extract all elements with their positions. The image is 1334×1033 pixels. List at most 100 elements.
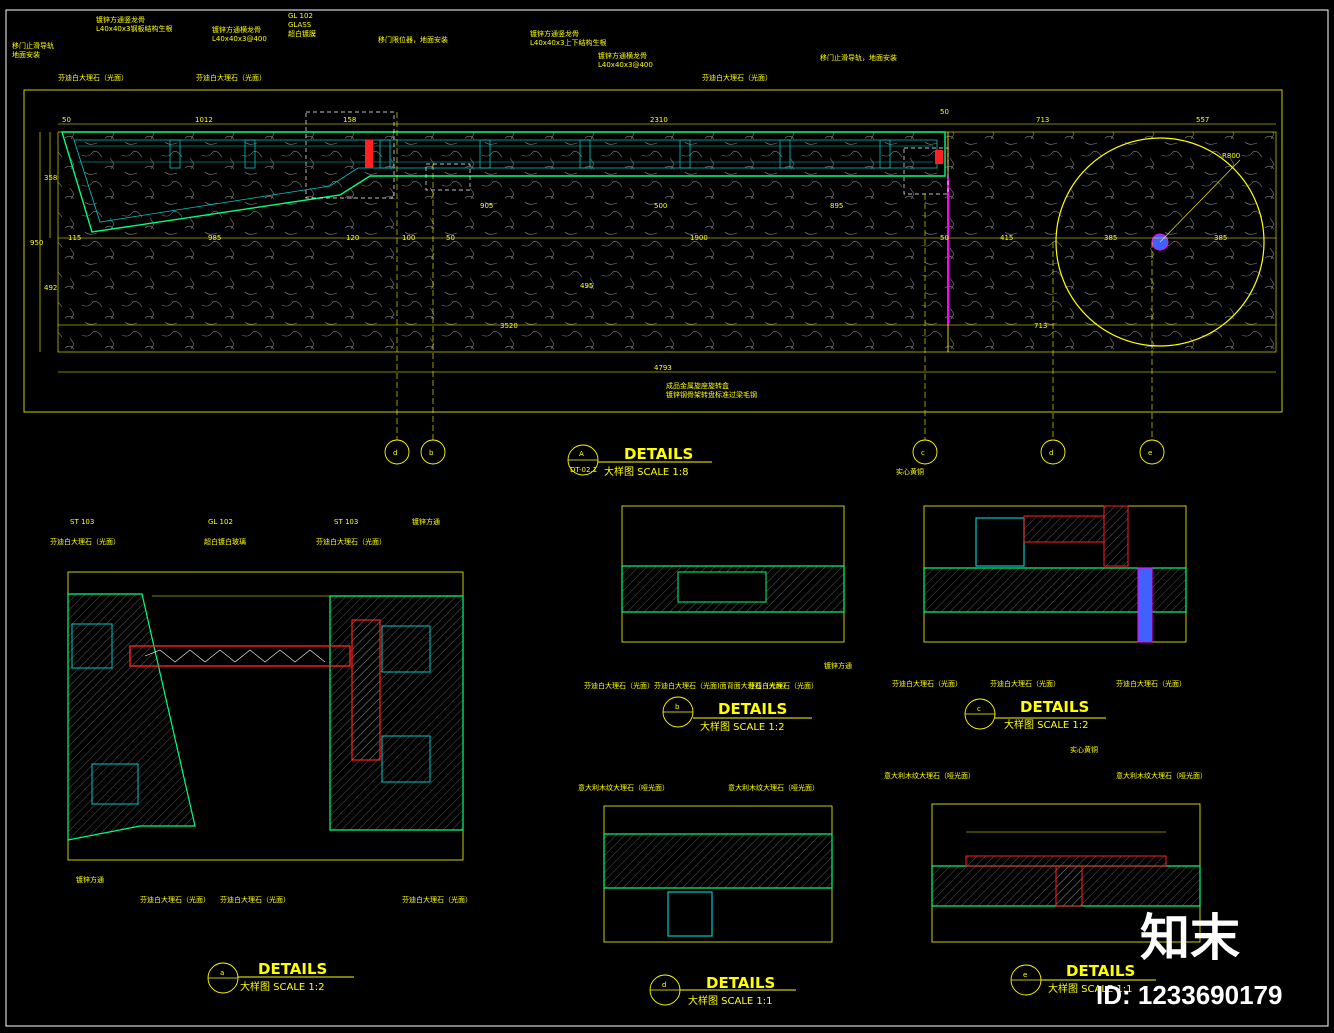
detail-a-label: 芬迪白大理石（光面）: [220, 895, 290, 904]
detail-a-label: 超白镀白玻璃: [204, 537, 246, 546]
dimension-text: 950: [30, 239, 43, 247]
dimension-text: 50: [940, 234, 949, 242]
plan-frame: [23, 89, 1283, 413]
glass-section: [365, 140, 373, 168]
dimension-text: 500: [654, 202, 667, 210]
plan-label-galv-horizontal: 镀锌方通横龙骨: [212, 25, 261, 34]
detail-a-label: GL 102: [208, 518, 233, 526]
dimension-text: 50: [446, 234, 455, 242]
bench-inner: [73, 139, 938, 223]
dimension-text: 495: [580, 282, 593, 290]
plan-label-door-stop-floor: 移门止滑导轨: [12, 41, 54, 50]
dimension-text: 50: [62, 116, 71, 124]
dimension-text: 713: [1034, 322, 1047, 330]
detail-a-label: 芬迪白大理石（光面）: [140, 895, 210, 904]
detail-d-subtitle: 大样图 SCALE 1:1: [688, 994, 773, 1007]
plan-label-stone-c: 芬迪白大理石（光面）: [702, 73, 772, 82]
plan-label-metal-note: 镀锌钢骨架转盘标准过梁毛钢: [666, 390, 757, 399]
detail-e-label: 实心黄铜: [1070, 745, 1098, 754]
dimension-text: 985: [208, 234, 221, 242]
detail-a-label: ST 103: [70, 518, 94, 526]
detail-a-letter: a: [220, 969, 224, 977]
plan-label-glass-tag: GLASS: [288, 21, 312, 29]
detail-e-subtitle: 大样图 SCALE 1:1: [1048, 982, 1133, 995]
detail-b-label: 镀锌方通: [824, 661, 852, 670]
dimension-text: 358: [44, 174, 57, 182]
plan-title-block: [567, 444, 712, 476]
dimension-text: 4793: [654, 364, 672, 372]
detail-e-label: 意大利木纹大理石（哑光面）: [884, 771, 975, 780]
dimension-text: R800: [1222, 152, 1240, 160]
detail-a-label: 芬迪白大理石（光面）: [50, 537, 120, 546]
plan-label-stone-b: 芬迪白大理石（光面）: [196, 73, 266, 82]
detail-b-subtitle: 大样图 SCALE 1:2: [700, 720, 785, 733]
plan-ref-letter: A: [579, 450, 584, 458]
dimension-text: 385: [1214, 234, 1227, 242]
detail-c-title: DETAILS: [1020, 698, 1089, 716]
detail-c-letter: c: [977, 705, 981, 713]
dimension-text: 713: [1036, 116, 1049, 124]
detail-a-label: 芬迪白大理石（光面）: [316, 537, 386, 546]
detail-e-label: 意大利木纹大理石（哑光面）: [1116, 771, 1207, 780]
plan-label-galv-vertical-top: L40x40x3上下结构生根: [530, 38, 606, 47]
dimension-text: 50: [940, 108, 949, 116]
plan-label-door-limiter: 移门限位器，地面安装: [378, 35, 448, 44]
glass-panel: [129, 645, 351, 667]
detail-d-drawing: [603, 805, 833, 1006]
plan-label-galv-horizontal: L40x40x3@400: [212, 35, 267, 43]
dimension-text: 100: [402, 234, 415, 242]
detail-d-label: 意大利木纹大理石（哑光面）: [728, 783, 819, 792]
plan-ref-code: DT-02.1: [570, 466, 597, 474]
detail-e-drawing: [931, 803, 1201, 996]
plan-label-galv-horizontal-2: 镀锌方通横龙骨: [598, 51, 647, 60]
detail-b-title: DETAILS: [718, 700, 787, 718]
section-marker-letter: b: [429, 449, 434, 457]
dimension-text: 905: [480, 202, 493, 210]
detail-b-label: 芬迪白大理石（光面）: [748, 681, 818, 690]
watermark-logo: 知末: [1140, 909, 1240, 967]
plan-label-glass-tag: GL 102: [288, 12, 313, 20]
dimension-text: 1012: [195, 116, 213, 124]
plan-subtitle: 大样图 SCALE 1:8: [604, 465, 689, 478]
plan-label-galv-tube-support: 镀锌方通竖龙骨: [96, 15, 145, 24]
detail-d-label: 意大利木纹大理石（哑光面）: [578, 783, 669, 792]
detail-a-label: 芬迪白大理石（光面）: [402, 895, 472, 904]
sheet-border: [5, 9, 1329, 1027]
dimension-text: 158: [343, 116, 356, 124]
watermark-id: ID: 1233690179: [1096, 980, 1282, 1010]
detail-c-subtitle: 大样图 SCALE 1:2: [1004, 718, 1089, 731]
dimension-text: 3520: [500, 322, 518, 330]
plan-label-metal-note: 成品金属旋座旋转盒: [666, 381, 729, 390]
plan-label-galv-horizontal-2: L40x40x3@400: [598, 61, 653, 69]
detail-a-drawing: [67, 571, 464, 994]
dimension-text: 557: [1196, 116, 1209, 124]
plan-label-galv-tube-support: L40x40x3钢板结构生根: [96, 24, 172, 33]
dimension-text: 415: [1000, 234, 1013, 242]
turntable: [1055, 137, 1265, 347]
section-marker-letter: c: [921, 449, 925, 457]
detail-c-label: 芬迪白大理石（光面）: [990, 679, 1060, 688]
plan-label-glass-tag: 超白镀膜: [288, 29, 316, 38]
dimension-text: 895: [830, 202, 843, 210]
dimension-text: 1900: [690, 234, 708, 242]
detail-a-label: 镀锌方通: [76, 875, 104, 884]
plan-view: [23, 89, 1283, 465]
detail-d-title: DETAILS: [706, 974, 775, 992]
plan-label-door-stop-rail: 移门止滑导轨，地面安装: [820, 53, 897, 62]
plan-label-galv-vertical-top: 镀锌方通竖龙骨: [530, 29, 579, 38]
detail-c-label: 芬迪白大理石（光面）: [1116, 679, 1186, 688]
dimension-text: 115: [68, 234, 81, 242]
section-marker-letter: d: [1049, 449, 1053, 457]
detail-e-letter: e: [1023, 971, 1027, 979]
plan-label-stone-a: 芬迪白大理石（光面）: [58, 73, 128, 82]
detail-b-drawing: [621, 505, 845, 728]
detail-d-letter: d: [662, 981, 666, 989]
detail-b-letter: b: [675, 703, 680, 711]
detail-a-subtitle: 大样图 SCALE 1:2: [240, 980, 325, 993]
plan-title: DETAILS: [624, 445, 693, 463]
dimension-text: 385: [1104, 234, 1117, 242]
detail-b-label: 芬迪白大理石（光面）: [584, 681, 654, 690]
dimension-text: 120: [346, 234, 359, 242]
stone-floor: [57, 131, 949, 353]
